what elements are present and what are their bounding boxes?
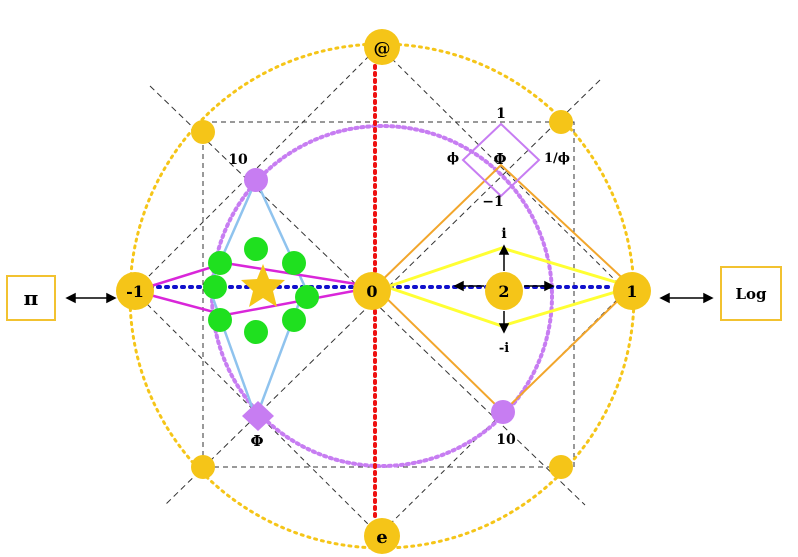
upper-left-ten-label: 10 [228, 152, 248, 168]
violet-node-lower-right [491, 400, 515, 424]
corner-node-top-left [191, 120, 215, 144]
violet-diamond-node [242, 401, 274, 431]
inner-node-label: 2 [498, 282, 509, 301]
green-circle [295, 285, 319, 309]
left-node-label: -1 [126, 282, 144, 301]
corner-node-bottom-right [549, 455, 573, 479]
arrow-down-head [498, 323, 510, 334]
green-circle [203, 275, 227, 299]
inner-node [485, 272, 523, 310]
green-circle [282, 251, 306, 275]
arrow-up-head [498, 244, 510, 255]
log-box: Log [720, 266, 782, 321]
corner-node-bottom-left [191, 455, 215, 479]
green-circle [244, 237, 268, 261]
green-circle [208, 308, 232, 332]
green-circle [208, 251, 232, 275]
center-node-label: 0 [366, 282, 377, 301]
imag-plus-label: i [501, 226, 506, 242]
right-node [613, 272, 651, 310]
diamond-bottom-label: −1 [482, 194, 503, 210]
diamond-right-label: 1/ϕ [544, 151, 570, 166]
green-circle [282, 308, 306, 332]
top-node [364, 29, 400, 65]
pi-box-label: π [23, 286, 39, 310]
gold-star [241, 264, 285, 307]
green-circle [244, 320, 268, 344]
log-box-label: Log [735, 284, 767, 303]
lower-right-ten-label: 10 [496, 432, 516, 448]
arrow-left-head [453, 280, 464, 292]
center-node [353, 272, 391, 310]
arrow-group [453, 244, 555, 334]
right-node-label: 1 [626, 282, 637, 301]
violet-node-upper-left [244, 168, 268, 192]
bottom-node [364, 518, 400, 554]
diamond-top-label: 1 [496, 106, 506, 122]
arrow-right-head [544, 280, 555, 292]
imag-minus-label: -i [499, 341, 509, 356]
double-arrow-left [65, 292, 117, 304]
bottom-node-label: e [376, 527, 387, 548]
double-arrow-right [659, 292, 714, 304]
diamond-phi-label: Φ [493, 150, 506, 168]
green-circle-ring [203, 237, 319, 344]
corner-node-top-right [549, 110, 573, 134]
top-violet-diamond [461, 122, 541, 198]
pi-box: π [6, 275, 56, 321]
lower-left-phi-label: Φ [250, 432, 263, 450]
left-node [116, 272, 154, 310]
diamond-left-label: ϕ [447, 151, 459, 166]
top-node-label: @ [374, 39, 391, 59]
